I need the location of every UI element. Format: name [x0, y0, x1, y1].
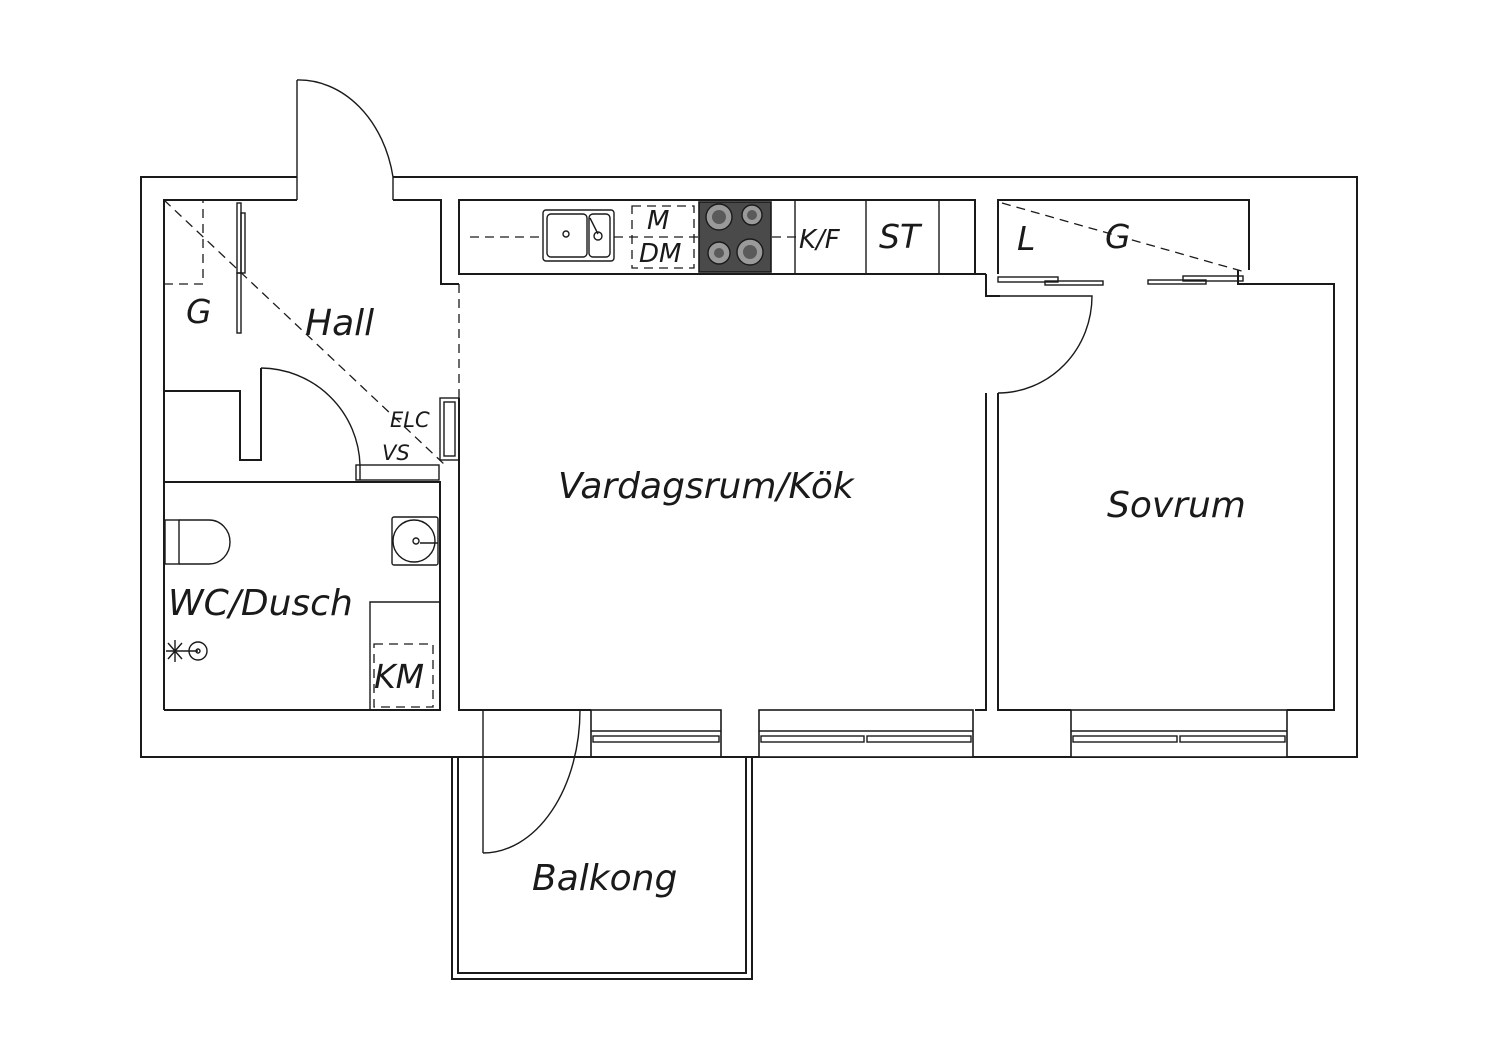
storage-label: ST: [879, 217, 923, 256]
electrical-cabinet: [439, 397, 460, 461]
dishwasher-outline: [631, 205, 695, 269]
bathroom-walls: [164, 481, 441, 711]
hall-wardrobe: [163, 199, 446, 466]
balcony-door: [482, 709, 581, 854]
hall-label: Hall: [305, 303, 374, 344]
fridge-freezer-label: K/F: [799, 225, 841, 255]
kitchen-counter: [470, 200, 940, 274]
hall-wardrobe-label: G: [186, 292, 212, 331]
electrical-cabinet-label: ELC: [390, 408, 430, 432]
toilet-icon: [164, 519, 231, 565]
water-heater-label: VS: [382, 441, 410, 465]
balcony-label: Balkong: [532, 858, 677, 899]
stove-icon: [698, 201, 772, 273]
kitchen-sink-icon: [542, 209, 615, 262]
entrance-door: [296, 79, 394, 200]
closet-sliding-doors: [997, 202, 1246, 286]
bedroom-walls: [997, 199, 1335, 711]
bedroom-door: [997, 295, 1093, 394]
bathroom-label: WC/Dusch: [168, 583, 353, 624]
bedroom-wardrobe-label: G: [1105, 217, 1131, 256]
living-walls: [458, 199, 1000, 711]
dishwasher-label: DM: [639, 239, 681, 269]
bedroom-window: [1070, 709, 1288, 758]
balcony: [451, 756, 753, 980]
bathroom-door: [260, 367, 440, 481]
living-window-right: [758, 709, 974, 758]
living-window-left: [590, 709, 722, 758]
washing-machine-label: KM: [374, 657, 424, 696]
shower-icon: [166, 640, 208, 662]
linen-closet-label: L: [1017, 219, 1035, 258]
washing-machine-outline: [373, 643, 434, 708]
microwave-label: M: [647, 206, 669, 236]
bedroom-label: Sovrum: [1107, 485, 1246, 526]
living-kitchen-label: Vardagsrum/Kök: [558, 466, 856, 507]
sink-icon: [391, 516, 439, 566]
